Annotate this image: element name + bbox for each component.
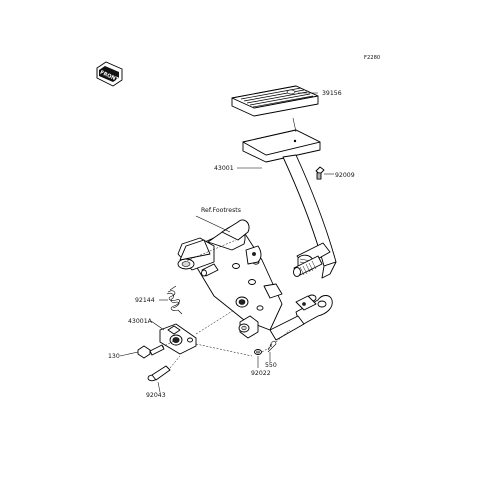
front-arrow-icon: FRONT: [96, 61, 123, 87]
label-92144: 92144: [135, 297, 155, 304]
leader-lines: [119, 92, 334, 393]
bolt-130: [137, 340, 175, 359]
label-92022: 92022: [251, 370, 271, 377]
cotter-pin-550: [267, 340, 277, 353]
assembly-lines: [195, 309, 291, 357]
label-ref-footrests: Ref.Footrests: [201, 207, 241, 214]
label-43001: 43001: [214, 165, 234, 172]
pivot-sleeve: [177, 237, 323, 277]
figure-code: F2280: [364, 55, 380, 61]
pin-92043: [147, 355, 181, 382]
brake-pedal: [242, 129, 337, 341]
stop-pin: [201, 263, 219, 277]
frame-bracket: [195, 219, 283, 331]
label-43001A: 43001A: [128, 318, 153, 325]
label-92009: 92009: [335, 172, 355, 179]
link-43001A: [159, 323, 197, 355]
label-39156: 39156: [322, 90, 342, 97]
label-550: 550: [265, 362, 277, 369]
washer-92022: [254, 349, 262, 355]
pedal-pad: [231, 85, 319, 117]
spring-92144: [166, 285, 183, 315]
bushing: [235, 296, 259, 339]
bolt-92009: [315, 166, 325, 180]
label-130: 130: [108, 353, 120, 360]
label-92043: 92043: [146, 392, 166, 399]
